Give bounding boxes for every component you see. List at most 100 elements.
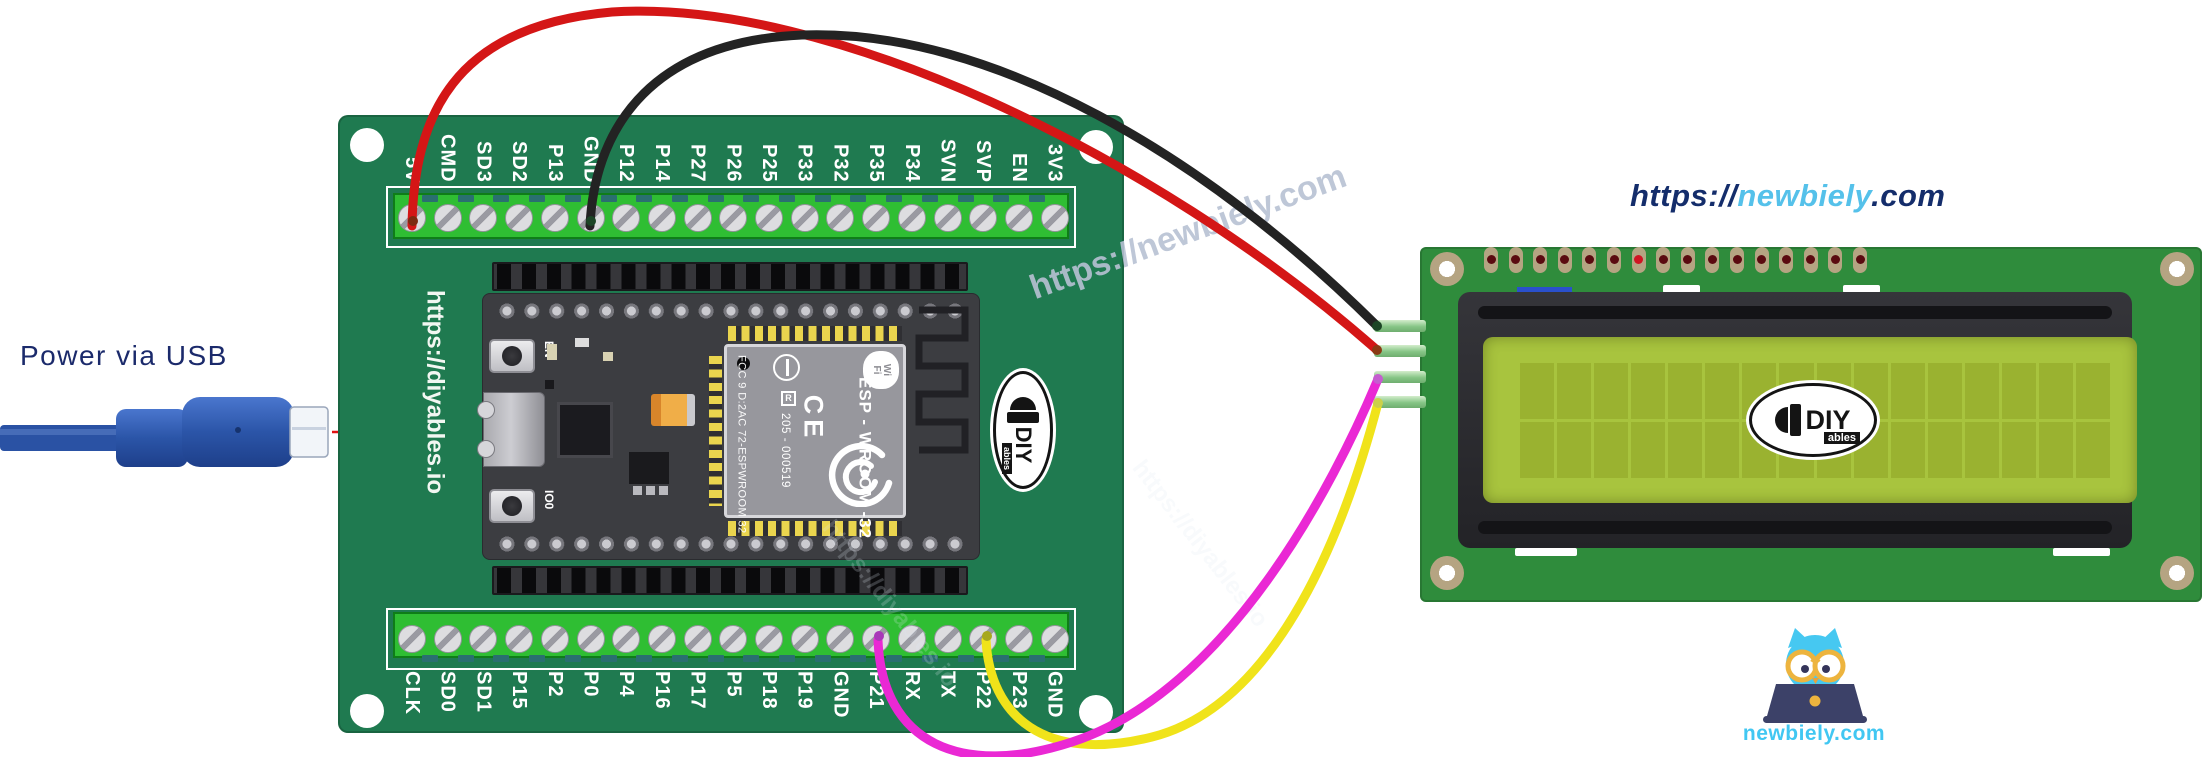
terminal-screw	[540, 204, 569, 232]
lcd-pad	[1656, 247, 1671, 273]
terminal-slot	[957, 195, 974, 202]
bezel-groove	[1478, 521, 2112, 534]
terminal-screw	[1040, 625, 1069, 653]
lcd-char-cell	[1964, 363, 1999, 419]
terminal-slot	[636, 655, 653, 662]
boot-button	[489, 489, 535, 523]
terminal-slot	[422, 655, 438, 662]
terminal-slot	[779, 655, 795, 662]
terminal-slot	[886, 655, 903, 662]
lcd-pad	[1779, 247, 1794, 273]
terminal-slot	[993, 655, 1010, 662]
fcc-id-text: FCC 9 D:2AC 72-ESPWROOM 32	[735, 355, 748, 534]
terminal-screw	[897, 204, 926, 232]
power-label: Power via USB	[20, 340, 228, 371]
pin-label-svp: SVP	[972, 139, 995, 183]
lcd-char-cell	[1705, 363, 1740, 419]
terminal-screw	[1040, 204, 1069, 232]
terminal-screw	[1004, 204, 1033, 232]
mounting-hole	[1079, 130, 1113, 164]
pin-label-p2: P2	[543, 671, 566, 698]
lcd-char-cell	[1890, 363, 1925, 419]
terminal-slot	[636, 195, 653, 202]
ground-symbol-icon	[773, 354, 800, 381]
pin-label-p0: P0	[579, 671, 602, 698]
terminal-screw	[969, 625, 998, 653]
terminal-screw	[933, 204, 962, 232]
pin-label-p15: P15	[508, 671, 531, 710]
terminal-slot	[600, 195, 617, 202]
pin-label-p26: P26	[722, 144, 745, 183]
terminal-slot	[743, 195, 760, 202]
voltage-regulator	[629, 452, 669, 484]
mounting-hole	[1079, 695, 1113, 729]
terminal-screw	[862, 204, 891, 232]
terminal-slot	[422, 195, 438, 202]
bezel-tab	[1843, 285, 1880, 293]
pin-label-sd3: SD3	[472, 141, 495, 183]
en-button	[489, 339, 535, 373]
lcd-char-cell	[2038, 363, 2073, 419]
terminal-screw	[398, 204, 426, 232]
smd-component	[603, 352, 613, 361]
terminal-slot	[493, 195, 510, 202]
bezel-tab	[1663, 285, 1700, 293]
module-pad-row	[728, 326, 902, 341]
pin-label-gnd: GND	[1043, 671, 1066, 719]
lcd-char-cell	[1927, 422, 1962, 478]
bezel-tab	[2053, 548, 2110, 556]
pin-label-gnd: GND	[829, 671, 852, 719]
pin-label-p19: P19	[793, 671, 816, 710]
bezel-groove	[1478, 306, 2112, 319]
lcd-char-cell	[1631, 363, 1666, 419]
terminal-screw	[969, 204, 998, 232]
terminal-screw	[505, 625, 534, 653]
terminal-screw	[576, 204, 605, 232]
lcd-16x2-module: DIY ables	[1374, 247, 2202, 602]
serial-number-text: 205 - 000519	[779, 413, 792, 488]
lcd-char-cell	[1594, 363, 1629, 419]
diyables-logo: DIY ables	[1749, 383, 1877, 457]
terminal-screw	[469, 625, 498, 653]
lcd-char-cell	[1668, 363, 1703, 419]
terminal-screw	[540, 625, 569, 653]
lcd-char-cell	[1668, 422, 1703, 478]
pin-label-p14: P14	[650, 144, 673, 183]
diyables-logo: DIY ables	[993, 371, 1053, 489]
pin-label-sd2: SD2	[508, 141, 531, 183]
terminal-slot	[493, 655, 510, 662]
terminal-screw	[755, 204, 783, 232]
owl-mascot-icon	[1763, 628, 1867, 723]
terminal-screw	[433, 204, 462, 232]
terminal-screw	[790, 204, 819, 232]
module-name-text: ESP - WROOM -32	[855, 377, 875, 540]
lcd-pad	[1828, 247, 1843, 273]
lcd-pad	[1631, 247, 1646, 273]
terminal-slot	[1028, 655, 1045, 662]
terminal-slot	[600, 655, 617, 662]
mounting-hole	[2160, 252, 2194, 286]
pin-label-sd1: SD1	[472, 671, 495, 713]
terminal-slot	[457, 655, 474, 662]
pin-label-p25: P25	[758, 144, 780, 183]
pin-label-3v3: 3V3	[1043, 144, 1066, 183]
diyables-logo-icon	[1775, 404, 1802, 436]
terminal-slot	[707, 655, 724, 662]
lcd-pad	[1705, 247, 1720, 273]
lcd-char-cell	[1594, 422, 1629, 478]
micro-usb-port	[477, 392, 545, 467]
esp-wroom-32-module: FCC 9 D:2AC 72-ESPWROOM 32 R 205 - 00051…	[724, 344, 906, 539]
pin-label-p17: P17	[686, 671, 709, 710]
lcd-char-cell	[2038, 422, 2073, 478]
diyables-brand: DIY	[1805, 404, 1851, 435]
female-header-row	[492, 262, 968, 291]
smd-component	[547, 344, 557, 360]
terminal-screw	[647, 204, 676, 232]
terminal-screw	[683, 625, 712, 653]
terminal-slot	[921, 195, 938, 202]
diyables-sub: ables	[1002, 442, 1012, 474]
i2c-pin	[1374, 320, 1426, 332]
pin-label-p13: P13	[543, 144, 566, 183]
